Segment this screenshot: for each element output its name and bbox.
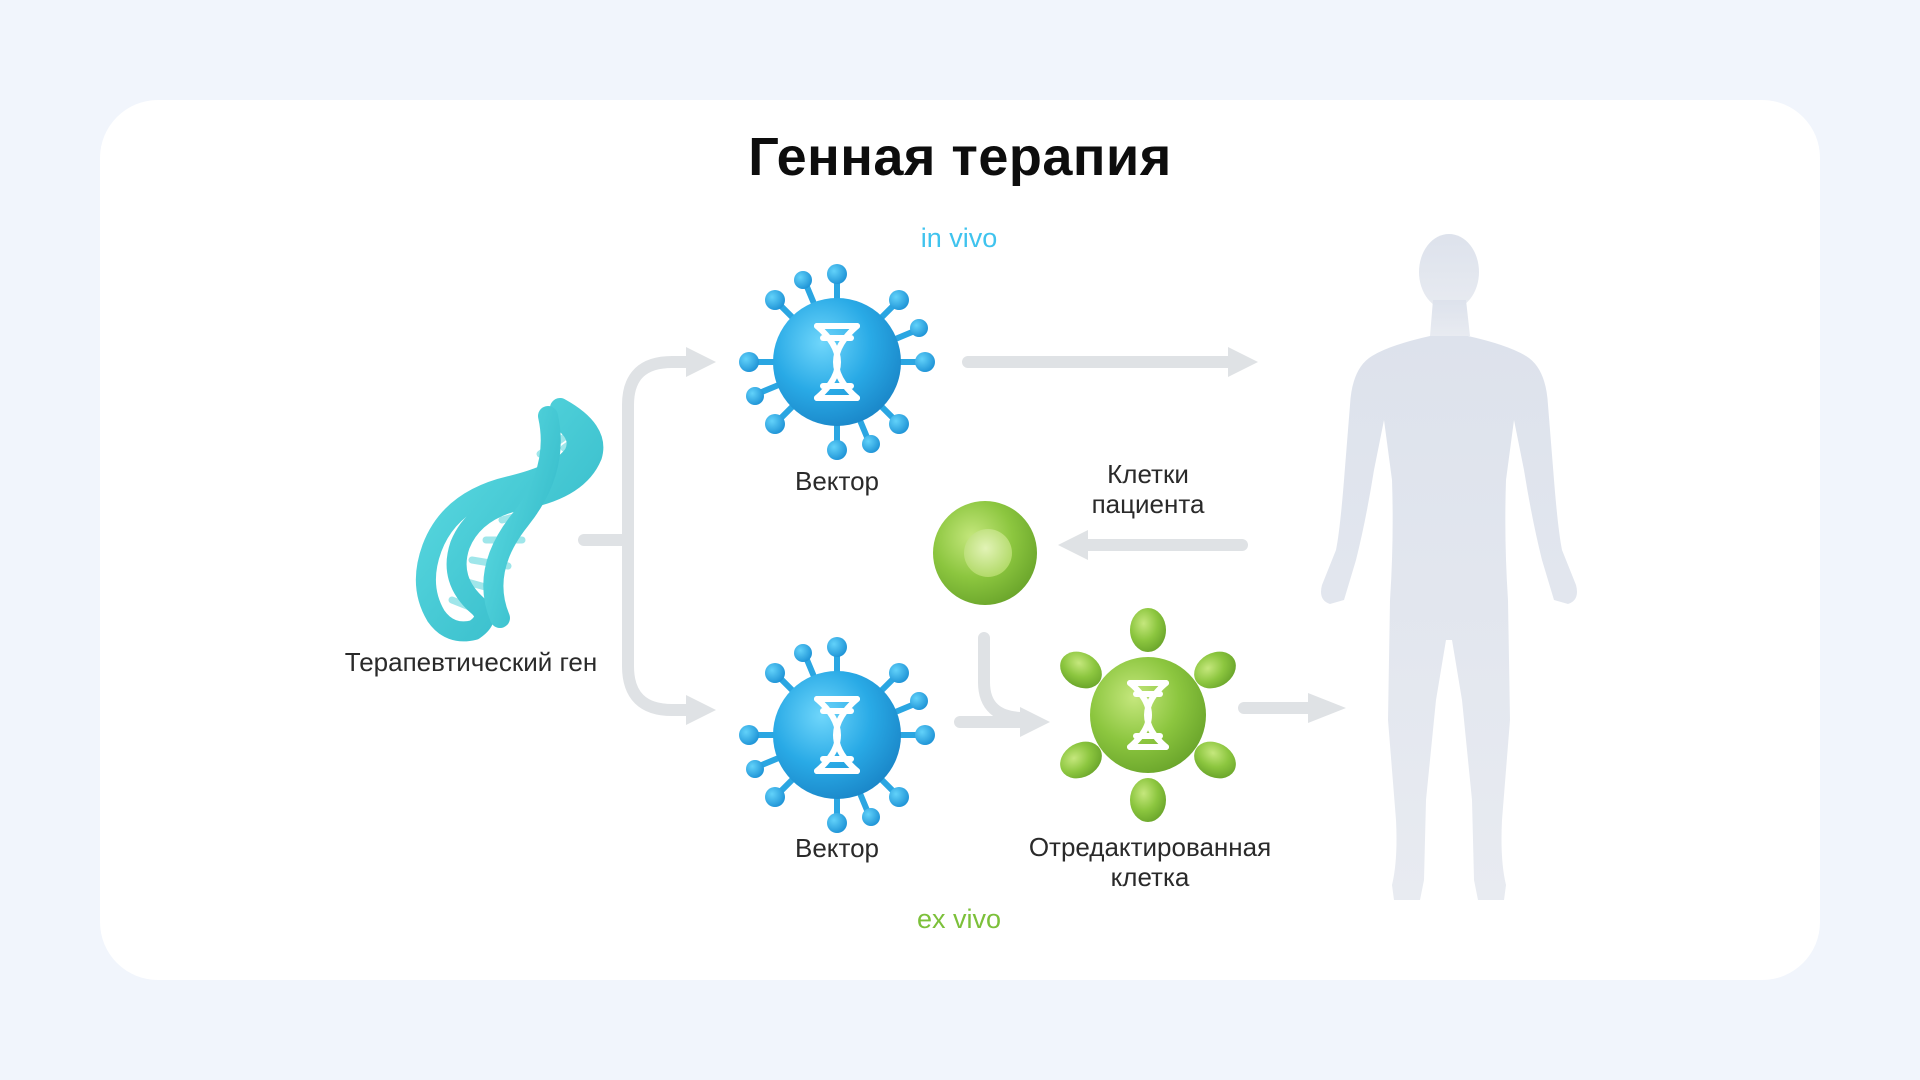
edited-cell-icon — [1060, 608, 1236, 822]
arrow-heads — [686, 347, 1346, 737]
edited-cell-label: Отредактированная клетка — [1028, 832, 1272, 892]
arrow-branch-down — [622, 534, 700, 716]
arrow-branch-up — [622, 356, 700, 546]
patient-cell-icon — [933, 501, 1037, 605]
dna-symbol-icon — [1127, 680, 1169, 750]
in-vivo-label: in vivo — [920, 223, 998, 253]
arrow-cell-to-edited — [978, 632, 1034, 724]
patient-cells-label: Клетки пациента — [1091, 459, 1205, 519]
page-title: Генная терапия — [748, 127, 1172, 187]
dna-helix-icon — [415, 398, 604, 642]
ex-vivo-label: ex vivo — [916, 904, 1002, 934]
vector-virus-icon — [739, 264, 935, 460]
dna-symbol-icon — [814, 696, 860, 774]
arrow-connectors — [578, 356, 1322, 728]
arrow-icon — [1020, 707, 1050, 737]
arrow-icon — [686, 695, 716, 725]
dna-symbol-icon — [814, 323, 860, 401]
arrow-icon — [1058, 530, 1088, 560]
vector-top-label: Вектор — [794, 466, 879, 496]
arrow-icon — [1308, 693, 1346, 723]
vector-bottom-label: Вектор — [794, 833, 879, 863]
arrow-icon — [686, 347, 716, 377]
therapeutic-gene-label: Терапевтический ген — [344, 647, 598, 677]
vector-virus-icon — [739, 637, 935, 833]
human-silhouette-icon — [1321, 234, 1577, 900]
arrow-icon — [1228, 347, 1258, 377]
